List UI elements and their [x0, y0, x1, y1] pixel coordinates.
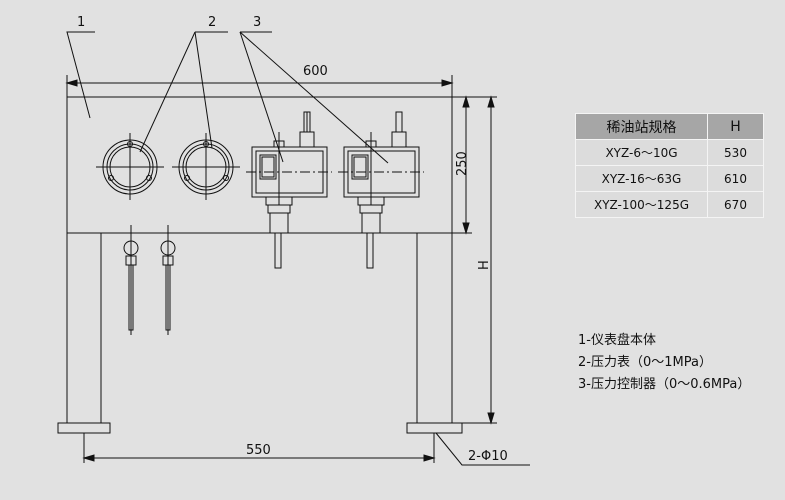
dimension-250 — [462, 95, 470, 235]
cell-model: XYZ-100～125G — [575, 191, 708, 218]
label-part-1: 1 — [77, 15, 85, 30]
cell-h: 610 — [707, 165, 764, 192]
header-spec: 稀油站规格 — [575, 113, 708, 140]
dimension-H — [462, 95, 497, 425]
instrument-panel — [66, 96, 453, 234]
parts-legend: 1-仪表盘本体 2-压力表（0～1MPa） 3-压力控制器（0～0.6MPa） — [578, 330, 750, 396]
pressure-gauge-2 — [172, 133, 240, 200]
dimension-H-text: H — [477, 260, 492, 270]
dimension-550-text: 550 — [246, 443, 271, 458]
label-part-3: 3 — [253, 15, 261, 30]
legend-item: 2-压力表（0～1MPa） — [578, 355, 712, 370]
cell-h: 670 — [707, 191, 764, 218]
leader-1 — [66, 31, 95, 119]
header-h: H — [707, 113, 764, 140]
left-leg — [57, 233, 111, 434]
legend-item: 3-压力控制器（0～0.6MPa） — [578, 377, 751, 392]
right-leg — [406, 233, 463, 434]
dimension-250-text: 250 — [455, 151, 470, 176]
dimension-600 — [65, 75, 454, 97]
pressure-controller-1 — [246, 111, 332, 269]
holes-leader — [435, 432, 530, 466]
pressure-controller-2 — [338, 111, 424, 269]
pressure-gauge-1 — [96, 133, 164, 200]
label-part-2: 2 — [208, 15, 216, 30]
dimension-550 — [82, 433, 436, 463]
thermometer-1 — [123, 225, 139, 335]
legend-item: 1-仪表盘本体 — [578, 333, 656, 348]
thermometer-2 — [160, 225, 176, 335]
dimension-600-text: 600 — [303, 64, 328, 79]
cell-h: 530 — [707, 139, 764, 166]
cell-model: XYZ-16～63G — [575, 165, 708, 192]
cell-model: XYZ-6～10G — [575, 139, 708, 166]
holes-text: 2-Φ10 — [468, 449, 508, 464]
